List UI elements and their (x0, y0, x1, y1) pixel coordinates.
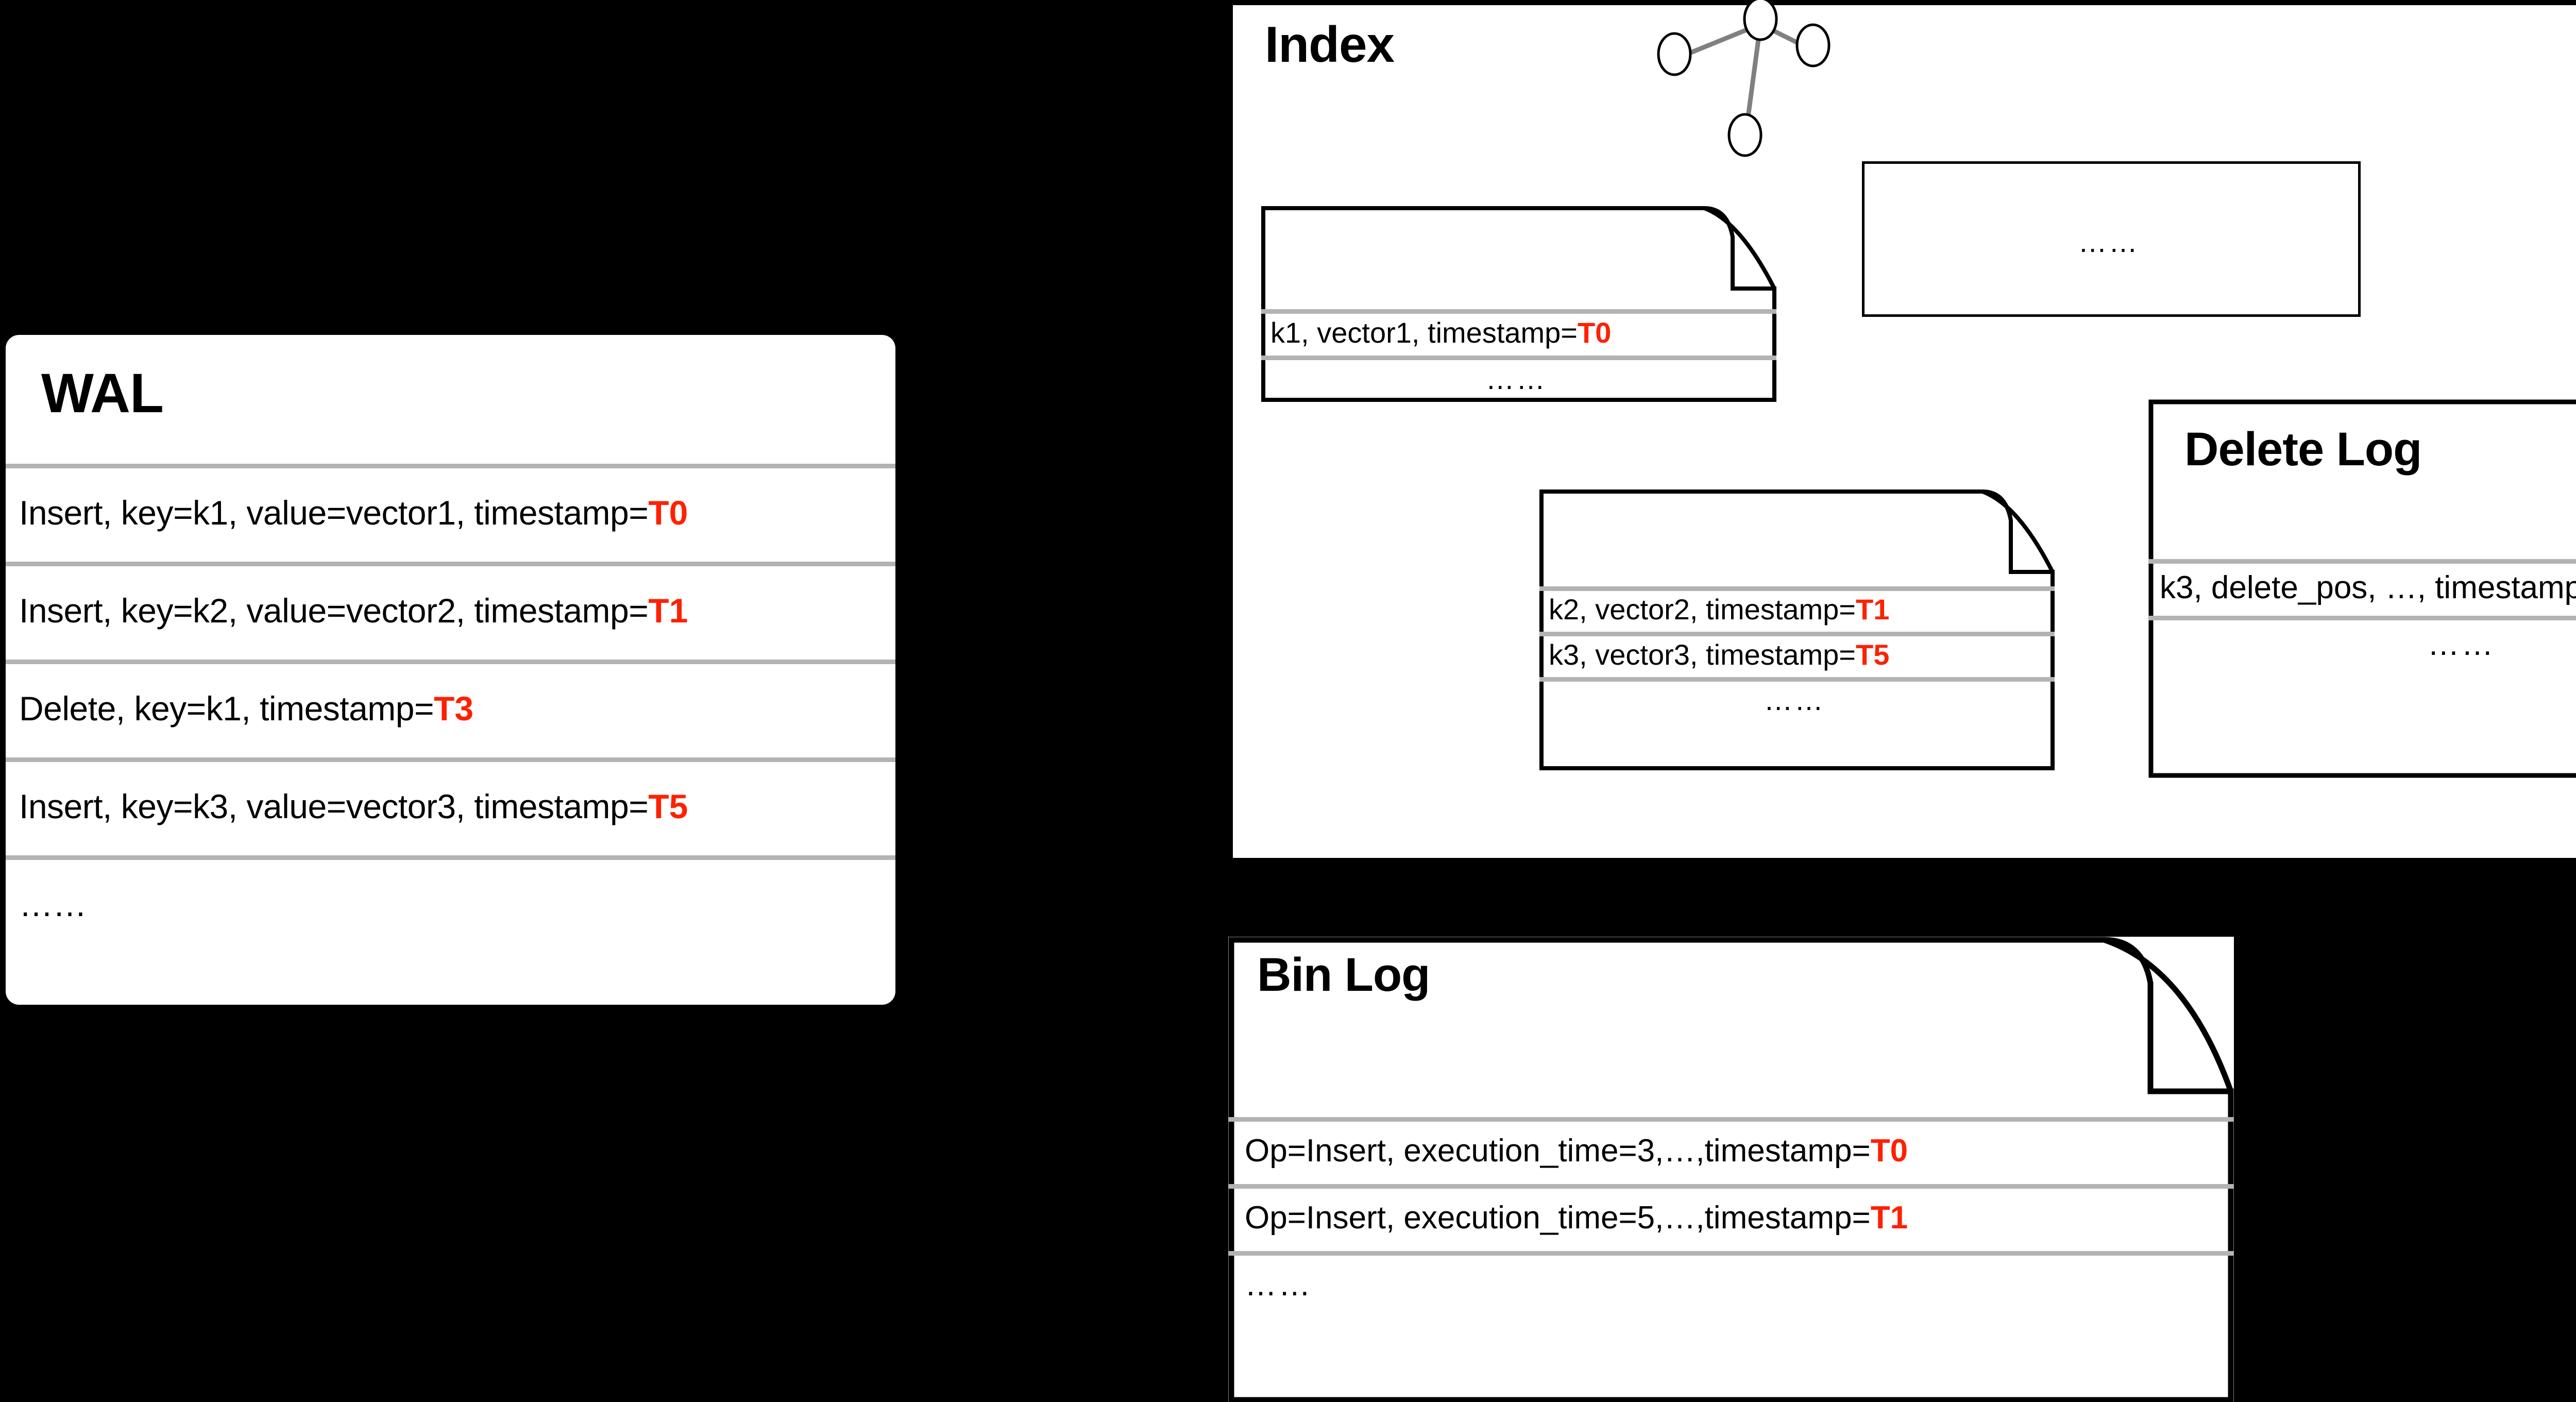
delete-log-rows: k3, delete_pos, …, timestamp=T3 …… (2148, 559, 2576, 778)
record-text: …… (19, 885, 87, 923)
wal-record-list: Insert, key=k1, value=vector1, timestamp… (6, 464, 895, 953)
record-text: Op=Insert, execution_time=5,…,timestamp= (1245, 1200, 1871, 1236)
timestamp-value: T0 (1578, 316, 1612, 349)
row-divider (1261, 356, 1776, 360)
record-text: k1, vector1, timestamp= (1270, 316, 1578, 349)
record-row: …… (1261, 356, 1776, 402)
record-row: k2, vector2, timestamp=T1 (1539, 586, 2055, 632)
bin-log-note: Op=Insert, execution_time=3,…,timestamp=… (1228, 937, 2234, 1402)
wal-panel (6, 335, 895, 1005)
record-row: Insert, key=k3, value=vector3, timestamp… (6, 757, 895, 855)
record-text: Op=Insert, execution_time=3,…,timestamp= (1245, 1133, 1871, 1169)
record-row: Op=Insert, execution_time=5,…,timestamp=… (1228, 1184, 2234, 1251)
timestamp-value: T0 (1870, 1133, 1908, 1169)
timestamp-value: T3 (434, 689, 474, 728)
record-row: …… (1865, 164, 2358, 319)
record-row: …… (6, 855, 895, 953)
timestamp-value: T5 (648, 787, 688, 825)
row-divider (1228, 1251, 2234, 1256)
record-text: Delete, key=k1, timestamp= (19, 689, 434, 728)
index-leaf-other-rows: …… (1865, 164, 2358, 314)
wal-title: WAL (41, 362, 164, 424)
folded-note-shape (1261, 206, 1776, 402)
record-row: Insert, key=k2, value=vector2, timestamp… (6, 562, 895, 660)
index-title: Index (1265, 16, 1395, 73)
record-text: …… (1485, 362, 1547, 395)
record-row: Insert, key=k1, value=vector1, timestamp… (6, 464, 895, 562)
bin-log-rows: Op=Insert, execution_time=3,…,timestamp=… (1228, 1117, 2234, 1402)
index-leaf-k1-note: k1, vector1, timestamp=T0 …… (1261, 206, 1776, 402)
index-leaf-k1-rows: k1, vector1, timestamp=T0 …… (1261, 309, 1776, 402)
record-row: …… (2148, 616, 2576, 672)
row-divider (1539, 677, 2055, 682)
record-row: …… (1539, 677, 2055, 722)
record-text: Insert, key=k1, value=vector1, timestamp… (19, 494, 649, 532)
record-text: Insert, key=k3, value=vector3, timestamp… (19, 787, 649, 825)
record-row: k3, delete_pos, …, timestamp=T3 (2148, 559, 2576, 616)
timestamp-value: T1 (1870, 1200, 1908, 1236)
folded-note-shape (1228, 937, 2234, 1402)
record-row: Op=Insert, execution_time=3,…,timestamp=… (1228, 1117, 2234, 1184)
timestamp-value: T5 (1856, 638, 1890, 671)
row-divider (6, 757, 895, 762)
record-text: k2, vector2, timestamp= (1549, 593, 1856, 626)
row-divider (6, 464, 895, 468)
folded-note-shape (2148, 399, 2576, 778)
row-divider (1228, 1117, 2234, 1122)
delete-log-title: Delete Log (2184, 423, 2422, 476)
row-divider (1539, 632, 2055, 636)
record-text: …… (2427, 626, 2496, 662)
row-divider (1539, 586, 2055, 591)
record-text: …… (1245, 1266, 1313, 1303)
record-text: k3, delete_pos, …, timestamp= (2160, 569, 2576, 605)
row-divider (1261, 309, 1776, 314)
delete-log-note: k3, delete_pos, …, timestamp=T3 …… (2148, 399, 2576, 778)
timestamp-value: T1 (1856, 593, 1890, 626)
row-divider (2148, 616, 2576, 620)
record-row: …… (1228, 1251, 2234, 1318)
record-text: …… (1764, 683, 1825, 716)
index-leaf-other-box: …… (1862, 161, 2361, 317)
record-row: k1, vector1, timestamp=T0 (1261, 309, 1776, 356)
record-text: Insert, key=k2, value=vector2, timestamp… (19, 592, 649, 630)
timestamp-value: T1 (648, 592, 688, 630)
row-divider (6, 855, 895, 860)
record-row: Delete, key=k1, timestamp=T3 (6, 660, 895, 757)
row-divider (1228, 1184, 2234, 1189)
row-divider (2148, 559, 2576, 564)
record-row: k3, vector3, timestamp=T5 (1539, 632, 2055, 677)
row-divider (6, 562, 895, 566)
record-text: …… (2078, 225, 2140, 258)
folded-note-shape (1539, 489, 2055, 770)
timestamp-value: T0 (648, 494, 688, 532)
row-divider (6, 660, 895, 664)
record-text: k3, vector3, timestamp= (1549, 638, 1856, 671)
bin-log-title: Bin Log (1257, 949, 1430, 1001)
